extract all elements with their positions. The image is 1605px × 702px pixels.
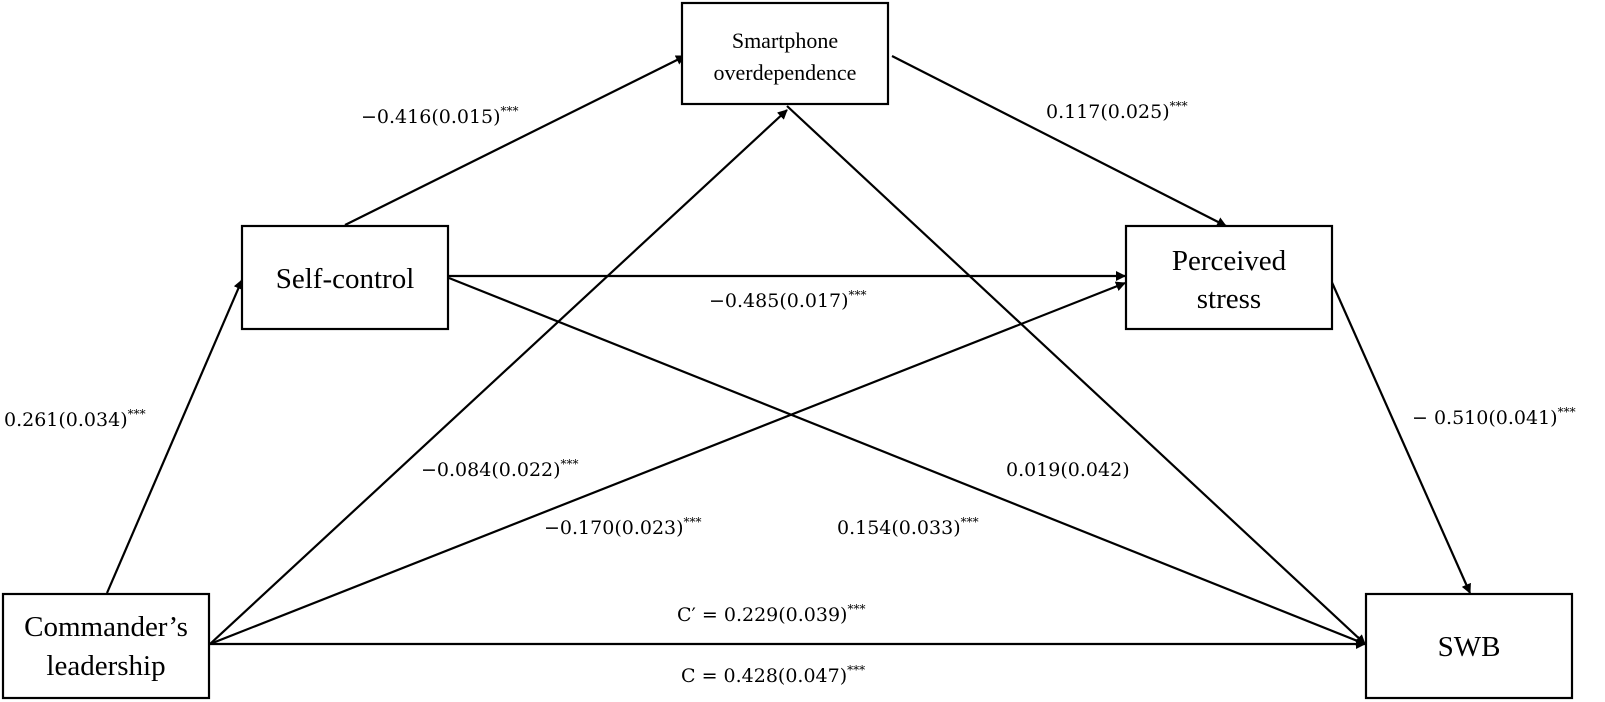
edge-self-control-to-smartphone bbox=[344, 55, 686, 226]
coef-commander-to-self-control: 0.261(0.034)*** bbox=[4, 407, 146, 431]
coef-smartphone-to-swb: 0.019(0.042) bbox=[1006, 459, 1130, 481]
edge-commander-to-self-control bbox=[105, 279, 244, 594]
node-smartphone-overdependence: Smartphone overdependence bbox=[680, 1, 890, 106]
coef-stress-to-swb: − 0.510(0.041)*** bbox=[1412, 405, 1576, 429]
coef-total-effect: C = 0.428(0.047)*** bbox=[681, 663, 865, 687]
node-label-line-2: overdependence bbox=[714, 60, 857, 85]
coef-commander-to-smartphone: −0.084(0.022)*** bbox=[421, 457, 579, 481]
coef-commander-to-stress: −0.170(0.023)*** bbox=[544, 515, 702, 539]
coef-self-control-to-smartphone: −0.416(0.015)*** bbox=[361, 104, 519, 128]
node-label: SWB bbox=[1438, 631, 1501, 663]
coef-self-control-to-stress: −0.485(0.017)*** bbox=[709, 288, 867, 312]
node-label-line-1: Perceived bbox=[1172, 245, 1287, 277]
edge-commander-to-stress bbox=[209, 281, 1126, 646]
node-label-line-1: Smartphone bbox=[732, 28, 838, 53]
node-box bbox=[1364, 592, 1574, 700]
coef-self-control-to-swb: 0.154(0.033)*** bbox=[837, 515, 979, 539]
edge-stress-to-swb bbox=[1328, 277, 1472, 594]
node-box bbox=[1124, 224, 1334, 331]
coef-direct-effect: C′ = 0.229(0.039)*** bbox=[677, 602, 865, 626]
node-box bbox=[1, 592, 211, 700]
node-self-control: Self-control bbox=[240, 224, 450, 331]
node-label-line-1: Commander’s bbox=[24, 611, 188, 643]
node-perceived-stress: Perceived stress bbox=[1124, 224, 1334, 331]
edge-smartphone-to-swb bbox=[786, 105, 1366, 645]
node-commanders-leadership: Commander’s leadership bbox=[1, 592, 211, 700]
node-box bbox=[240, 224, 450, 331]
node-swb: SWB bbox=[1364, 592, 1574, 700]
node-box bbox=[680, 1, 890, 106]
edge-labels: −0.416(0.015)*** 0.117(0.025)*** −0.485(… bbox=[4, 99, 1576, 687]
edge-self-control-to-swb bbox=[448, 276, 1366, 646]
edge-commander-to-smartphone bbox=[209, 109, 788, 645]
edge-smartphone-to-stress bbox=[891, 55, 1227, 227]
coef-smartphone-to-stress: 0.117(0.025)*** bbox=[1046, 99, 1188, 123]
node-label-line-2: leadership bbox=[46, 650, 165, 682]
edges bbox=[105, 55, 1472, 649]
node-label-line-2: stress bbox=[1197, 283, 1261, 315]
node-label: Self-control bbox=[276, 263, 415, 295]
